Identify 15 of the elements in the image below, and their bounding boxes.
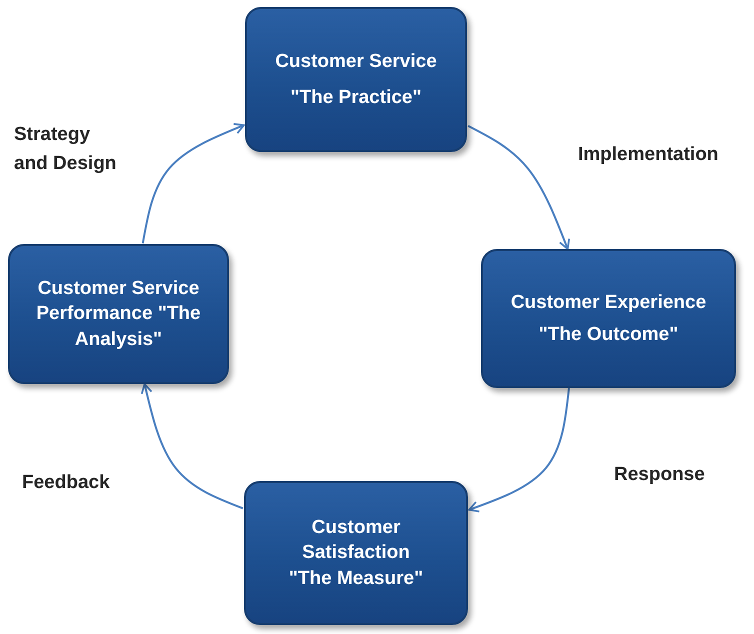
curved-arrow <box>140 383 244 510</box>
box-text: Customer Service <box>275 50 437 74</box>
process-box <box>8 244 229 384</box>
process-box <box>245 7 467 152</box>
box-text: "The Outcome" <box>538 322 678 346</box>
curved-arrow <box>142 123 245 244</box>
box-text: "The Practice" <box>290 86 422 110</box>
curved-arrow <box>468 125 570 250</box>
box-text: Customer Experience <box>510 290 706 315</box>
box-text: "The Measure" <box>288 566 424 591</box>
box-text: Customer Satisfaction <box>301 516 411 566</box>
curved-arrow <box>468 388 570 512</box>
process-box <box>244 481 468 625</box>
box-text: Customer Service Performance "The Analysis" <box>35 276 202 352</box>
process-box <box>481 249 736 388</box>
